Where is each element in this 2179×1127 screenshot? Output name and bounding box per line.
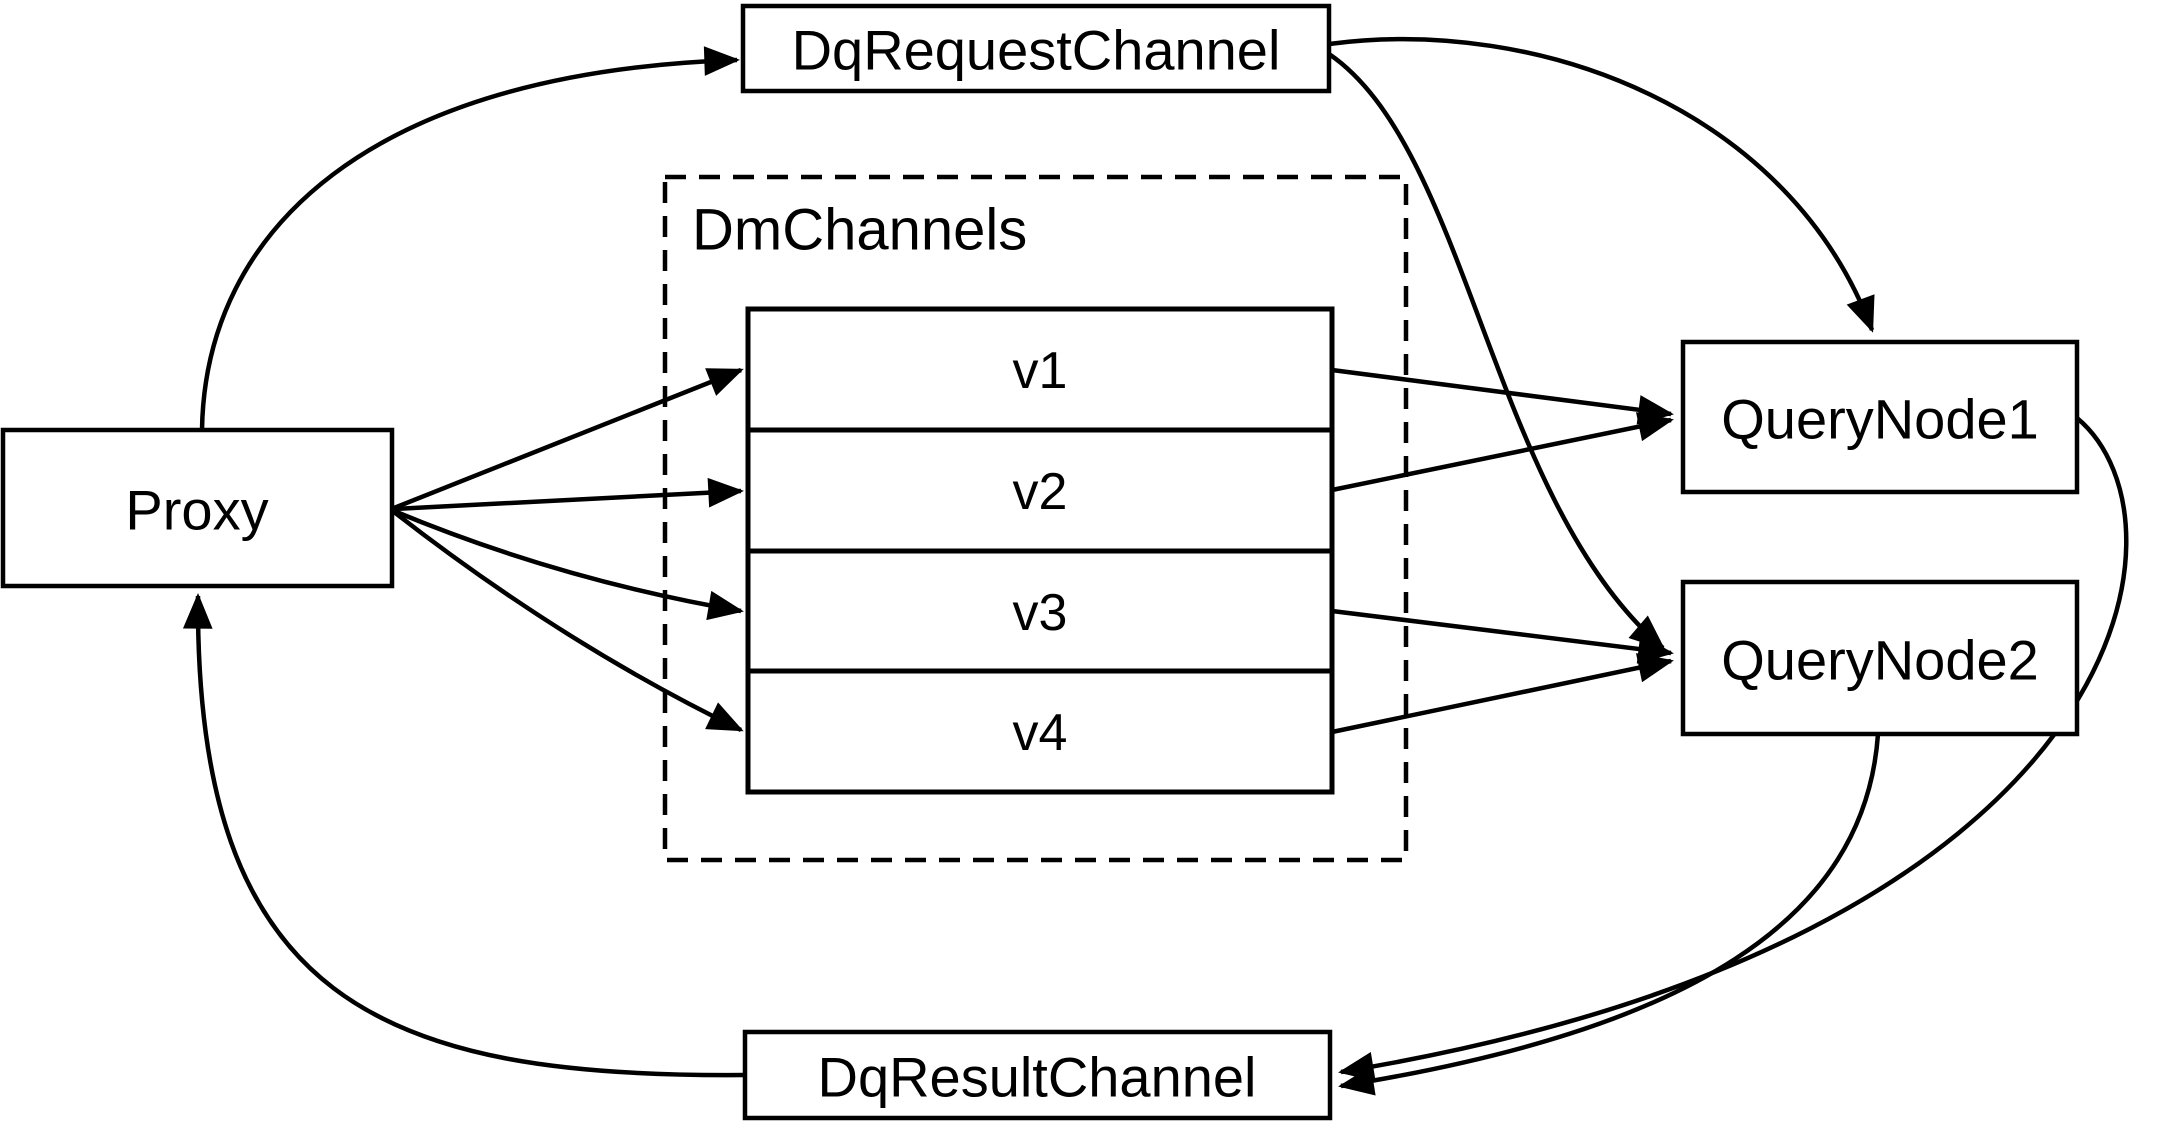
dq-result-channel-box (742, 1029, 1333, 1121)
edge-proxy-to-v3 (393, 508, 744, 621)
edge-v4-to-query-node-2 (1331, 653, 1674, 735)
edge-query-node-1-to-dq-result-channel (1338, 416, 2129, 1082)
edges (182, 36, 2129, 1096)
channel-row-v2: v2 (1013, 463, 1068, 521)
dq-result-channel-label: DqResultChannel (818, 1046, 1257, 1109)
edge-dq-request-channel-to-query-node-1 (1328, 36, 1875, 333)
edge-proxy-to-v4 (392, 510, 744, 733)
edge-v2-to-query-node-1 (1331, 412, 1674, 493)
query-node-1-node: QueryNode1 (1680, 339, 2080, 495)
edge-proxy-to-v2 (393, 477, 744, 512)
edge-dq-result-channel-to-proxy (182, 593, 746, 1078)
edge-proxy-to-v1 (393, 367, 744, 511)
channel-row-v1: v1 (1013, 342, 1068, 400)
query-node-2-node: QueryNode2 (1680, 579, 2080, 737)
query-node-1-label: QueryNode1 (1721, 388, 2039, 451)
query-node-2-box (1680, 579, 2080, 737)
query-node-2-label: QueryNode2 (1721, 629, 2039, 692)
proxy-node: Proxy (0, 427, 395, 589)
proxy-label: Proxy (125, 479, 268, 542)
dm-channels-group: DmChannels v1 v2 v3 v4 (662, 174, 1409, 863)
dq-request-channel-box (740, 3, 1332, 94)
channel-row-v3: v3 (1013, 584, 1068, 642)
edge-v1-to-query-node-1 (1331, 367, 1674, 425)
edge-v3-to-query-node-2 (1331, 608, 1674, 664)
dm-channels-table: v1 v2 v3 v4 (745, 306, 1335, 795)
dq-request-channel-node: DqRequestChannel (740, 3, 1332, 94)
edge-proxy-to-dq-request-channel (199, 46, 740, 431)
channel-row-v4: v4 (1013, 704, 1068, 762)
dq-request-channel-label: DqRequestChannel (792, 19, 1281, 82)
edge-query-node-2-to-dq-result-channel (1338, 733, 1881, 1096)
proxy-box (0, 427, 395, 589)
query-node-1-box (1680, 339, 2080, 495)
edge-dq-request-channel-to-query-node-2 (1327, 52, 1666, 650)
dq-result-channel-node: DqResultChannel (742, 1029, 1333, 1121)
dm-channels-label: DmChannels (692, 198, 1027, 263)
